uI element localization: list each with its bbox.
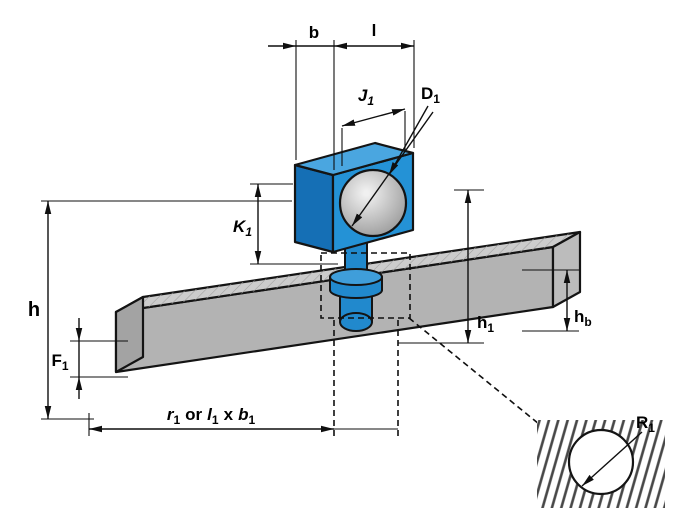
dim-k1: K1 [233,183,338,265]
groove-radius-circle [567,428,635,496]
dim-h: h [28,200,292,420]
label-l: l [372,21,377,40]
flange-top [329,268,383,286]
j1-extension-lines [341,111,406,166]
bolt-rounded-end [339,312,373,332]
bore-disc [338,168,408,238]
label-J1: J1 [358,86,374,108]
r1-leader-line [581,431,643,487]
dim-d1: D1 [351,84,440,227]
section-detail: R1 [537,413,665,508]
label-hb: hb [574,307,592,329]
clamp-block [293,141,415,254]
label-h1: h1 [477,313,494,335]
dim-hb: hb [522,269,592,332]
label-R1: R1 [636,413,655,435]
rail-left-end-face [114,295,145,374]
t-bolt [329,239,383,332]
detail-callout [320,252,540,425]
detail-leader-line [408,317,540,425]
dimensions: b l J1 D1 K1 h [28,21,592,436]
dim-j1: J1 [341,86,406,166]
detail-boundary-box [320,252,411,319]
dim-f1: F1 [51,318,128,399]
label-D1: D1 [421,84,440,106]
block-left-face [293,163,335,254]
h-extension-lines [41,200,292,420]
d1-leader-upper [388,105,429,176]
block-top-face [293,141,415,177]
dim-h1: h1 [398,189,494,344]
label-F1: F1 [51,351,68,373]
label-h: h [28,299,40,321]
dim-j1-line [341,108,406,127]
label-b: b [309,23,319,42]
d1-diameter-line [351,111,434,227]
label-K1: K1 [233,217,252,239]
